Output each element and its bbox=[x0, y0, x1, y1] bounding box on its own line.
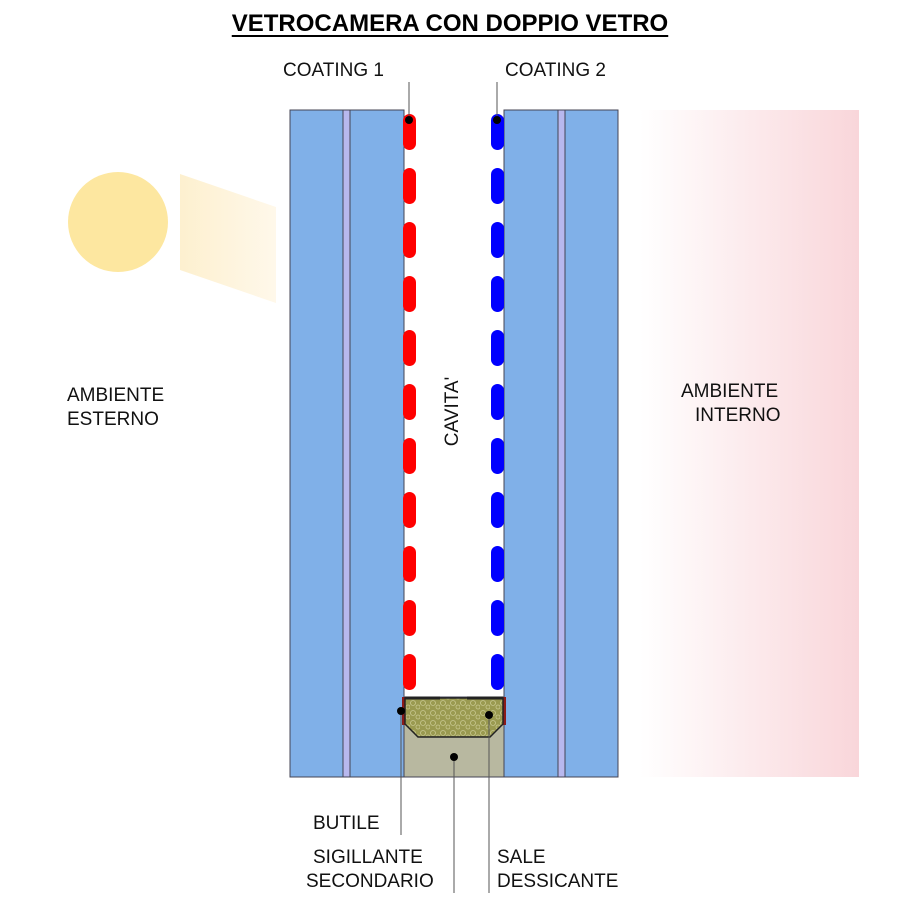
coating1-dash bbox=[403, 654, 416, 690]
desiccant-label-1: SALE bbox=[497, 847, 546, 868]
leader-lines bbox=[400, 82, 498, 893]
coating1-dash bbox=[403, 600, 416, 636]
sun-ray bbox=[180, 174, 276, 303]
leader-dots bbox=[397, 116, 501, 761]
coating1-dash bbox=[403, 384, 416, 420]
title-text: VETROCAMERA CON DOPPIO VETRO bbox=[231, 10, 669, 37]
coating1-dash bbox=[403, 114, 416, 150]
coating1-dash bbox=[403, 222, 416, 258]
coating2-dash bbox=[491, 276, 504, 312]
coating2-dash bbox=[491, 384, 504, 420]
coating2-dash bbox=[491, 222, 504, 258]
sun-icon bbox=[68, 172, 168, 272]
coating2-dash bbox=[491, 330, 504, 366]
coating2-dash bbox=[491, 168, 504, 204]
coating1-dash bbox=[403, 168, 416, 204]
coating2-dash bbox=[491, 600, 504, 636]
coating1-dash bbox=[403, 546, 416, 582]
coating2-label: COATING 2 bbox=[505, 60, 606, 81]
page-title: VETROCAMERA CON DOPPIO VETRO bbox=[0, 10, 900, 38]
desiccant-label-2: DESSICANTE bbox=[497, 871, 619, 892]
secondary-sealant-label-1: SIGILLANTE bbox=[313, 847, 423, 868]
secondary-sealant-label-2: SECONDARIO bbox=[306, 871, 434, 892]
inner-glass-pane bbox=[503, 109, 619, 778]
coating2-dash bbox=[491, 546, 504, 582]
butyl-label: BUTILE bbox=[313, 813, 380, 834]
outside-label-2: ESTERNO bbox=[67, 409, 159, 430]
outside-label-1: AMBIENTE bbox=[67, 385, 165, 406]
coating2-dash bbox=[491, 114, 504, 150]
coating1-dash bbox=[403, 492, 416, 528]
coating1-label: COATING 1 bbox=[283, 60, 384, 81]
butyl-right bbox=[502, 697, 506, 725]
outer-glass-pane bbox=[289, 109, 405, 778]
coating2-dash bbox=[491, 438, 504, 474]
inside-label-1: AMBIENTE bbox=[681, 381, 779, 402]
coating1-dash bbox=[403, 438, 416, 474]
coating1-dash bbox=[403, 330, 416, 366]
cavity-label: CAVITA' bbox=[442, 376, 464, 447]
interior-warm-zone bbox=[640, 110, 859, 777]
inside-label-2: INTERNO bbox=[695, 405, 781, 426]
coating1-dash bbox=[403, 276, 416, 312]
coatings bbox=[403, 114, 504, 690]
coating2-dash bbox=[491, 654, 504, 690]
coating2-dash bbox=[491, 492, 504, 528]
